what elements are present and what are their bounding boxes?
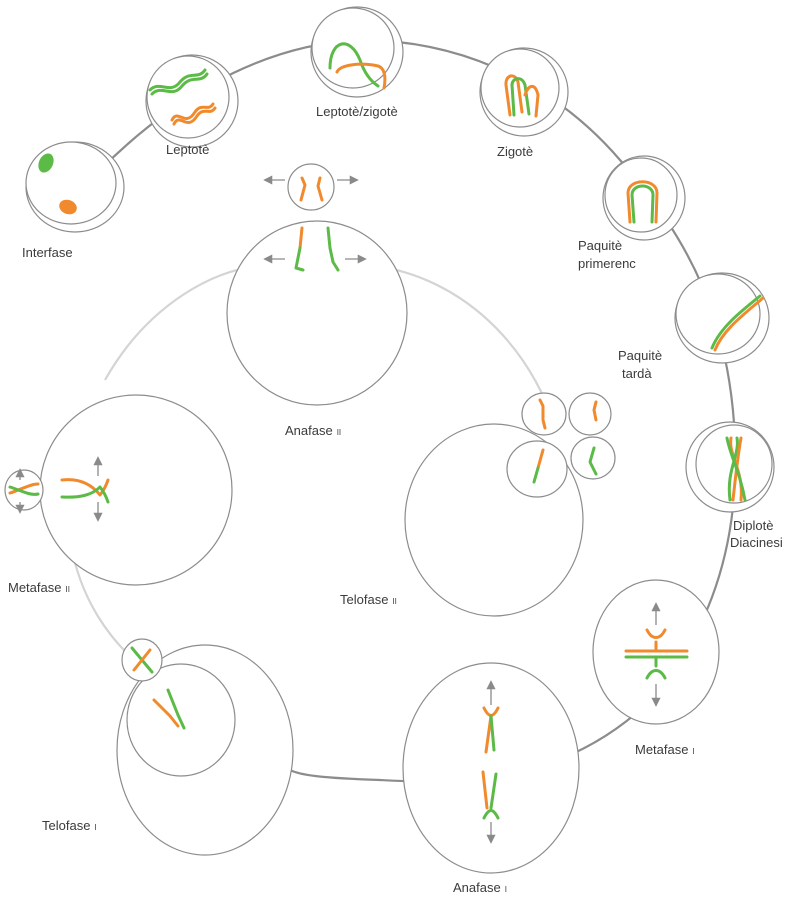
leptote-cell: [145, 54, 239, 148]
zigote-cell: [479, 47, 569, 137]
telofase-2-cell: [404, 392, 616, 617]
telofase-1-cell: [116, 638, 294, 856]
metafase-2-cell: [4, 394, 233, 586]
label-leptote: Leptotè: [166, 142, 209, 157]
diplote-cell: [685, 421, 775, 513]
interfase-cell: [25, 141, 125, 233]
label-diacinesi: Diacinesi: [730, 535, 783, 550]
paquite-primerenc-cell: [602, 155, 686, 241]
anafase-1-cell: [402, 662, 580, 874]
label-paquite-tarda-1: Paquitè: [618, 348, 662, 363]
label-leptote-zigote: Leptotè/zigotè: [316, 104, 398, 119]
metafase-1-cell: [592, 579, 720, 725]
green-nucleolus: [38, 153, 54, 173]
label-zigote: Zigotè: [497, 144, 533, 159]
paquite-tarda-cell: [674, 272, 770, 364]
label-interfase: Interfase: [22, 245, 73, 260]
orange-nucleolus: [59, 199, 77, 215]
anafase-2-cell: [226, 163, 408, 406]
label-paquite-tarda-2: tardà: [622, 366, 652, 381]
leptote-zigote-cell: [310, 6, 404, 98]
label-diplote: Diplotè: [733, 518, 773, 533]
label-paquite-primerenc-2: primerenc: [578, 256, 636, 271]
label-paquite-primerenc-1: Paquitè: [578, 238, 622, 253]
